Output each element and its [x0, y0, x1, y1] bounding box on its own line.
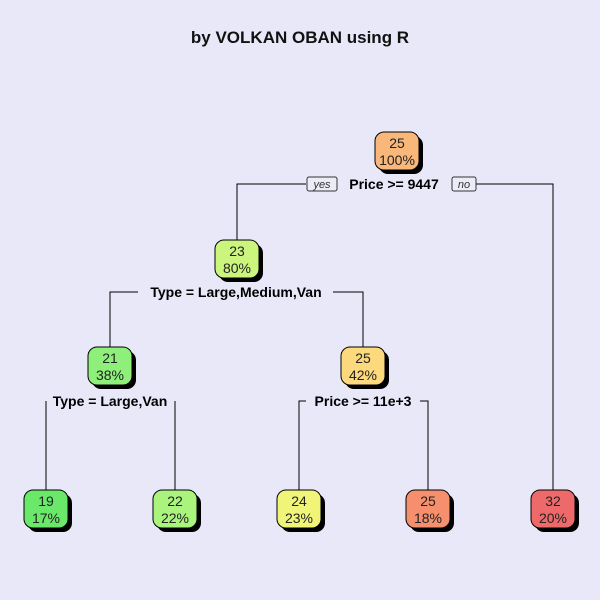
node-value: 25: [389, 135, 405, 151]
node-box: [23, 489, 69, 529]
node-value: 19: [38, 493, 54, 509]
node-box: [530, 489, 576, 529]
split-label-n2: Type = Large,Van: [53, 393, 168, 409]
node-value: 21: [102, 350, 118, 366]
node-percent: 100%: [379, 152, 415, 168]
edge-n1-left: [109, 291, 138, 347]
node-percent: 18%: [414, 510, 442, 526]
node-value: 32: [545, 493, 561, 509]
node-box: [340, 346, 386, 386]
node-percent: 20%: [539, 510, 567, 526]
node-percent: 42%: [349, 367, 377, 383]
node-percent: 17%: [32, 510, 60, 526]
tree-edges: [45, 183, 554, 490]
svg-text:yes: yes: [312, 179, 331, 191]
node-percent: 80%: [223, 260, 251, 276]
node-box: [405, 489, 451, 529]
node-box: [276, 489, 322, 529]
split-label-n1: Type = Large,Medium,Van: [150, 284, 321, 300]
node-value: 22: [167, 493, 183, 509]
node-percent: 23%: [285, 510, 313, 526]
node-value: 25: [355, 350, 371, 366]
edge-n1-right: [333, 291, 364, 347]
node-percent: 22%: [161, 510, 189, 526]
node-value: 23: [229, 243, 245, 259]
edge-n3-right: [420, 400, 429, 490]
tree-nodes: 25100%2380%2138%2542%1917%2222%2423%2518…: [23, 131, 579, 532]
svg-text:no: no: [458, 179, 470, 191]
node-value: 25: [420, 493, 436, 509]
node-percent: 38%: [96, 367, 124, 383]
yes-tag: yes: [306, 176, 338, 192]
node-value: 24: [291, 493, 307, 509]
page-title: by VOLKAN OBAN using R: [190, 28, 410, 47]
edge-n3-left: [298, 400, 306, 490]
node-box: [374, 131, 420, 171]
node-box: [152, 489, 198, 529]
edge-root-no: [475, 183, 554, 490]
edge-root-yes: [236, 183, 306, 240]
no-tag: no: [451, 176, 477, 192]
split-label-n3: Price >= 11e+3: [315, 393, 412, 409]
node-box: [87, 346, 133, 386]
node-box: [214, 239, 260, 279]
split-label-root: Price >= 9447: [349, 176, 439, 192]
